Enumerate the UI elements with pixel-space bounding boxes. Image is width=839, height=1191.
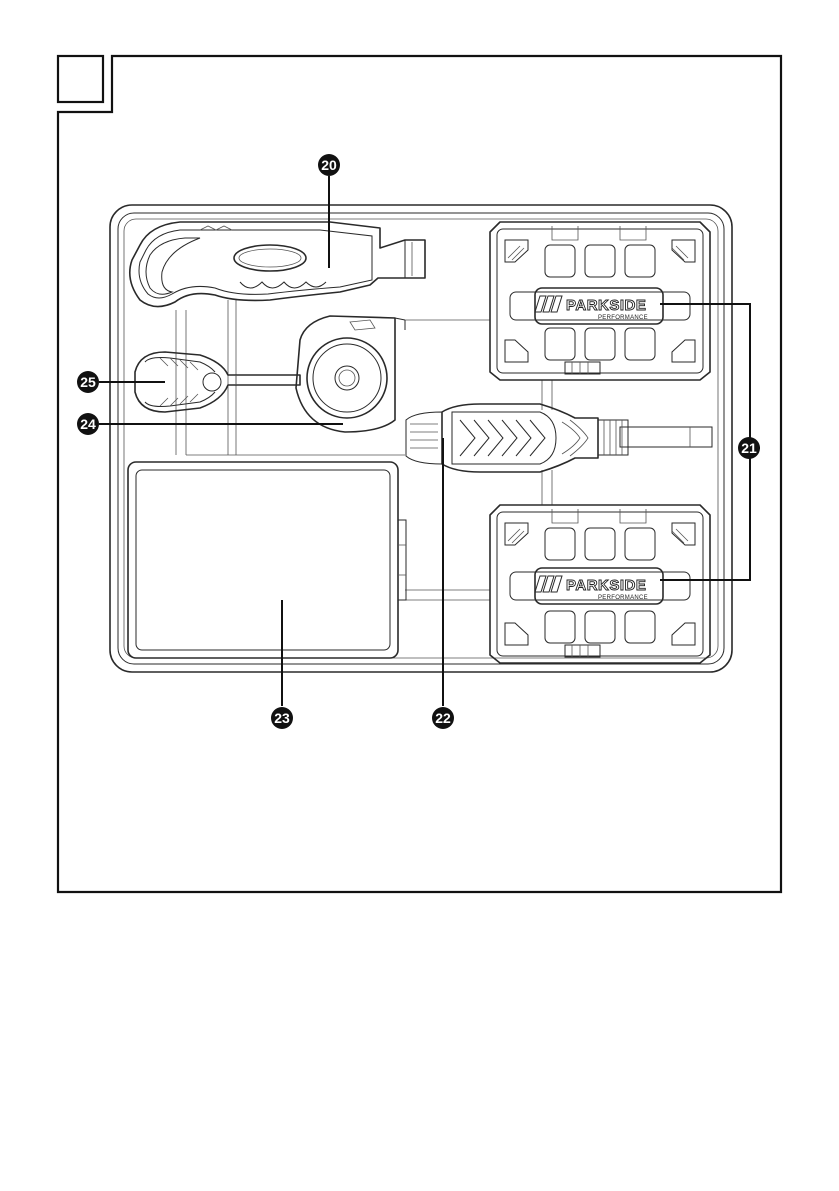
performance-tagline-top: PERFORMANCE [598,315,648,321]
parkside-logo-bottom: PARKSIDE [566,577,646,594]
bit-cassette-top: PARKSIDE PERFORMANCE [490,222,710,380]
utility-knife [130,222,425,307]
storage-compartment [128,462,406,658]
figure-number-box [58,56,103,102]
callout-21-label: 21 [741,440,757,456]
callout-23-label: 23 [274,710,290,726]
parkside-logo-top: PARKSIDE [566,297,646,314]
callout-22: 22 [432,438,454,729]
callout-25-label: 25 [80,374,96,390]
callout-24: 24 [77,413,343,435]
callout-24-label: 24 [80,416,96,432]
callout-25: 25 [77,371,165,393]
performance-tagline-bottom: PERFORMANCE [598,595,648,601]
callout-20: 20 [318,154,340,268]
case-tray [110,205,732,672]
tape-measure [296,316,405,432]
bit-cassette-bottom: PARKSIDE PERFORMANCE [490,505,710,663]
callout-22-label: 22 [435,710,451,726]
ratchet-screwdriver [406,404,712,472]
callout-20-label: 20 [321,157,337,173]
figure-frame [58,56,781,892]
